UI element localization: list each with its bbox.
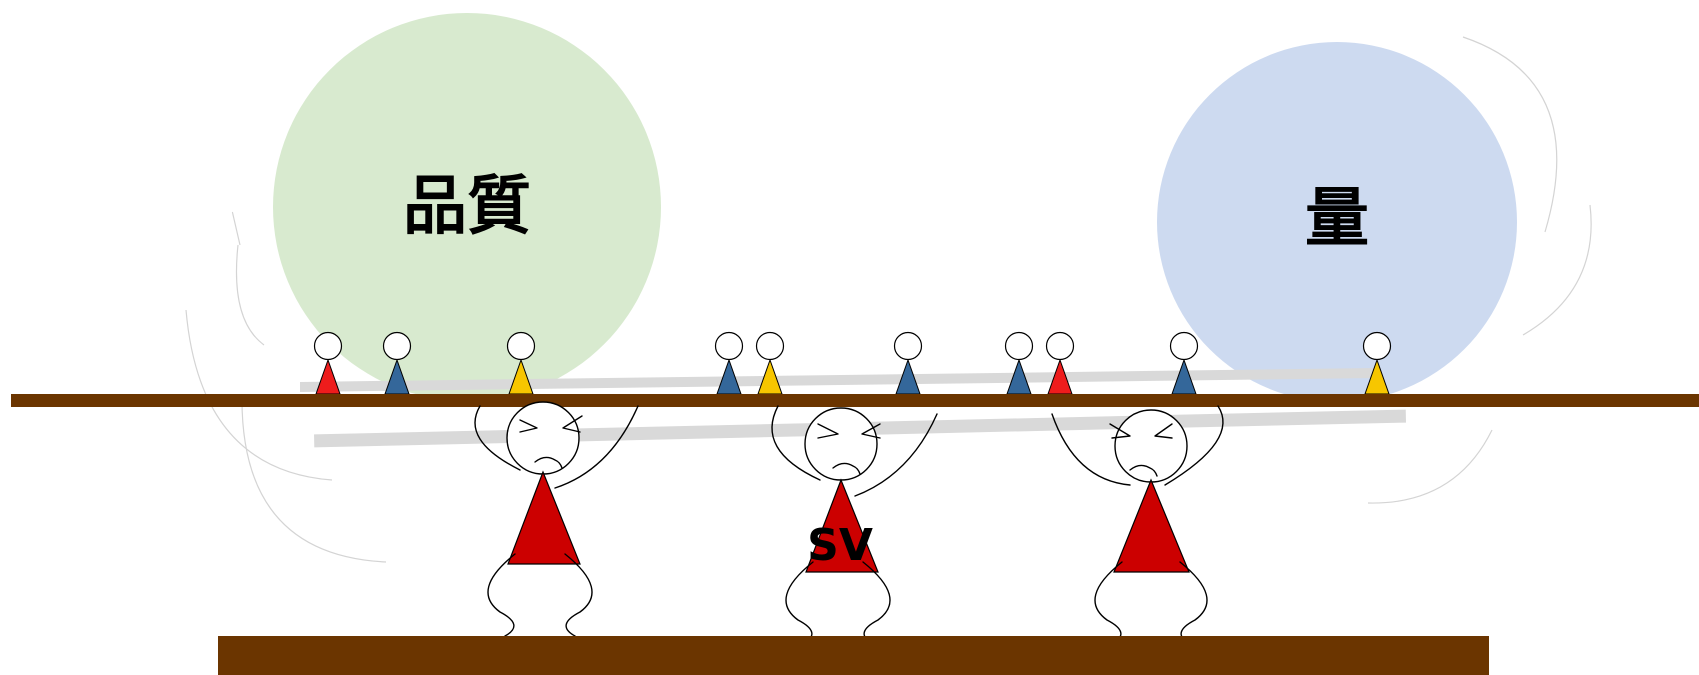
worker-eye — [817, 423, 839, 439]
worker-shirt — [507, 470, 581, 565]
worker-leg — [1179, 561, 1208, 645]
motion-line — [241, 394, 387, 563]
worker-left — [474, 401, 639, 637]
worker-mouth — [534, 456, 563, 469]
ball-quality-circle — [273, 13, 661, 401]
worker-head — [506, 401, 580, 475]
ball-quality: 品質 — [273, 13, 661, 401]
small-figure — [755, 331, 785, 395]
worker-leg — [1094, 561, 1123, 645]
ground-plank — [218, 636, 1489, 675]
worker-arm — [1164, 405, 1224, 486]
small-figure-head — [506, 331, 536, 361]
worker-arm — [1051, 413, 1131, 486]
motion-lines — [185, 36, 1592, 563]
ball-quantity: 量 — [1157, 42, 1517, 402]
motion-line — [185, 309, 333, 481]
worker-shirt — [805, 478, 879, 573]
small-figure — [1362, 331, 1392, 395]
worker-head — [1114, 409, 1188, 483]
small-figure — [1045, 331, 1075, 395]
small-figure-head — [1045, 331, 1075, 361]
worker-arm — [474, 405, 521, 471]
worker-eye — [861, 423, 881, 439]
small-figure-head — [313, 331, 343, 361]
worker-eye — [519, 419, 538, 433]
small-figure-head — [755, 331, 785, 361]
worker-leg — [564, 553, 593, 637]
small-figure-head — [714, 331, 744, 361]
motion-line — [1367, 429, 1493, 504]
ball-quality-label: 品質 — [403, 170, 531, 244]
worker-supervisor: SV — [771, 405, 938, 645]
small-figure — [714, 331, 744, 395]
small-figure — [506, 331, 536, 395]
small-figures — [313, 331, 1392, 395]
small-figure — [1004, 331, 1034, 395]
ball-quantity-circle — [1157, 42, 1517, 402]
small-figure — [1169, 331, 1199, 395]
supervisor-label: SV — [807, 520, 873, 571]
worker-arm — [771, 405, 821, 481]
motion-line — [1462, 36, 1558, 233]
small-figure-head — [1362, 331, 1392, 361]
worker-right — [1051, 405, 1224, 645]
worker-mouth — [1129, 464, 1158, 477]
small-figure-head — [1169, 331, 1199, 361]
motion-line — [235, 244, 265, 346]
worker-arm — [554, 405, 639, 489]
worker-eye — [1154, 423, 1173, 439]
worker-leg — [862, 561, 891, 645]
small-figure-head — [893, 331, 923, 361]
worker-mouth — [832, 462, 861, 475]
tilted-plank-shadow — [300, 368, 1378, 392]
worker-eye — [562, 415, 583, 433]
small-figure-head — [1004, 331, 1034, 361]
worker-shirt — [1113, 478, 1190, 573]
small-figure-body — [315, 358, 341, 395]
main-plank — [11, 394, 1699, 407]
worker-arm — [854, 413, 938, 497]
ball-quantity-label: 量 — [1305, 182, 1369, 256]
worker-head — [804, 407, 878, 481]
worker-leg — [785, 561, 814, 645]
worker-eye — [1109, 423, 1131, 439]
motion-line — [1522, 204, 1592, 336]
small-figure — [893, 331, 923, 395]
small-figure-head — [382, 331, 412, 361]
small-figure — [313, 331, 343, 395]
worker-leg — [487, 553, 516, 637]
